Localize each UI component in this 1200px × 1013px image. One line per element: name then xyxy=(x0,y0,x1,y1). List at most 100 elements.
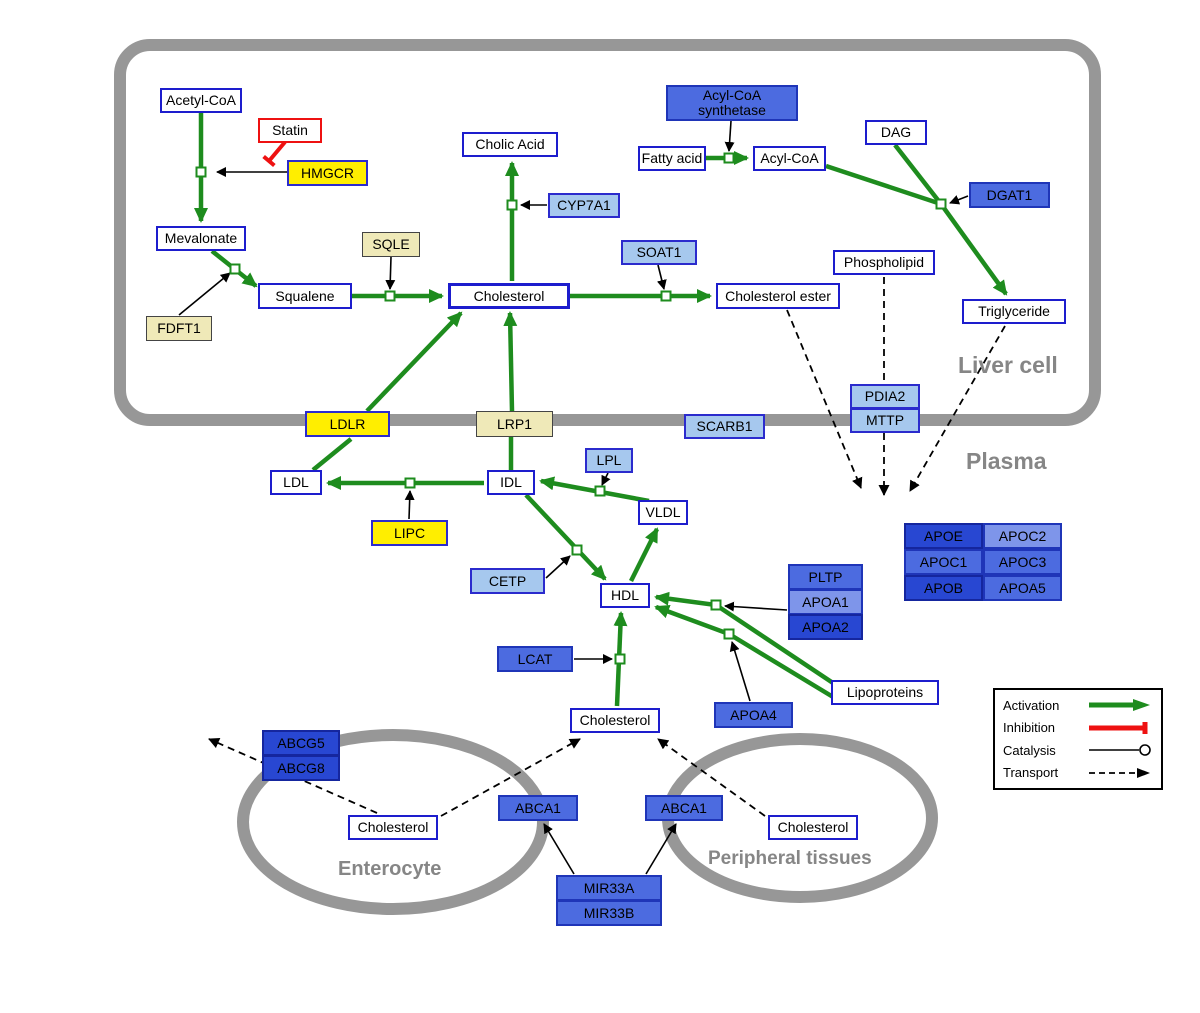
edge-catalysis-25 xyxy=(656,264,667,290)
node-pdia2[interactable]: PDIA2 xyxy=(850,384,920,409)
edge-activation-12 xyxy=(503,311,518,412)
node-abca1-left[interactable]: ABCA1 xyxy=(498,795,578,821)
node-mevalonate[interactable]: Mevalonate xyxy=(156,226,246,251)
edge-activation-9 xyxy=(311,437,353,472)
node-cholesterol-ester[interactable]: Cholesterol ester xyxy=(716,283,840,309)
node-cholesterol-peripheral[interactable]: Cholesterol xyxy=(768,815,858,840)
node-apoa5[interactable]: APOA5 xyxy=(983,575,1062,601)
edge-catalysis-34 xyxy=(543,823,575,875)
compartment-liver-cell xyxy=(114,39,1101,426)
reaction-node-0 xyxy=(195,166,207,178)
node-apoc3[interactable]: APOC3 xyxy=(983,549,1062,575)
edge-catalysis-23 xyxy=(385,256,396,290)
legend-label-transport: Transport xyxy=(1003,765,1059,781)
node-idl[interactable]: IDL xyxy=(487,470,535,495)
node-vldl[interactable]: VLDL xyxy=(638,500,688,525)
edge-activation-16 xyxy=(628,527,660,583)
edge-transport-37 xyxy=(786,309,863,489)
legend-row-inhibition: Inhibition xyxy=(1003,720,1153,736)
node-apoa2[interactable]: APOA2 xyxy=(788,614,863,640)
edge-catalysis-32 xyxy=(729,641,751,702)
node-phospholipid[interactable]: Phospholipid xyxy=(833,250,935,275)
edge-catalysis-29 xyxy=(601,472,611,486)
node-cetp[interactable]: CETP xyxy=(470,568,545,594)
legend: Activation Inhibition Catalysis Transpor… xyxy=(993,688,1163,790)
reaction-node-2 xyxy=(384,290,396,302)
edge-catalysis-27 xyxy=(949,195,969,205)
compartment-enterocyte xyxy=(237,729,549,915)
node-cholesterol-plasma[interactable]: Cholesterol xyxy=(570,708,660,733)
node-lpl[interactable]: LPL xyxy=(585,448,633,473)
node-ldl[interactable]: LDL xyxy=(270,470,322,495)
reaction-node-1 xyxy=(229,263,241,275)
node-dag[interactable]: DAG xyxy=(865,120,927,145)
node-cholic-acid[interactable]: Cholic Acid xyxy=(462,132,558,157)
node-fdft1[interactable]: FDFT1 xyxy=(146,316,212,341)
node-abcg8[interactable]: ABCG8 xyxy=(262,755,340,781)
node-lipc[interactable]: LIPC xyxy=(371,520,448,546)
node-acyl-coa-synthetase[interactable]: Acyl-CoA synthetase xyxy=(666,85,798,121)
edge-activation-6 xyxy=(825,163,942,207)
edge-inhibition-21 xyxy=(262,140,287,168)
node-apoc1[interactable]: APOC1 xyxy=(904,549,983,575)
node-apob[interactable]: APOB xyxy=(904,575,983,601)
reaction-node-10 xyxy=(614,653,626,665)
reaction-node-5 xyxy=(723,152,735,164)
catalysis-circle-icon xyxy=(1089,744,1151,757)
node-mir33a[interactable]: MIR33A xyxy=(556,875,662,901)
reaction-node-3 xyxy=(506,199,518,211)
node-pltp[interactable]: PLTP xyxy=(788,564,863,590)
node-hmgcr[interactable]: HMGCR xyxy=(287,160,368,186)
reaction-node-4 xyxy=(660,290,672,302)
node-mttp[interactable]: MTTP xyxy=(850,408,920,433)
node-hdl[interactable]: HDL xyxy=(600,583,650,608)
edge-activation-15 xyxy=(524,493,607,581)
edge-catalysis-33 xyxy=(724,601,788,612)
node-cholesterol-liver[interactable]: Cholesterol xyxy=(448,283,570,309)
node-sqle[interactable]: SQLE xyxy=(362,232,420,257)
reaction-node-12 xyxy=(723,628,735,640)
node-cyp7a1[interactable]: CYP7A1 xyxy=(548,193,620,218)
node-acetyl-coa[interactable]: Acetyl-CoA xyxy=(160,88,242,113)
edge-catalysis-22 xyxy=(178,272,231,316)
legend-label-inhibition: Inhibition xyxy=(1003,720,1056,736)
edge-activation-10 xyxy=(365,311,463,413)
reaction-node-8 xyxy=(594,485,606,497)
node-apoc2[interactable]: APOC2 xyxy=(983,523,1062,549)
node-abca1-right[interactable]: ABCA1 xyxy=(645,795,723,821)
edge-transport-39 xyxy=(208,737,378,814)
node-squalene[interactable]: Squalene xyxy=(258,283,352,309)
activation-arrow-icon xyxy=(1089,699,1150,712)
legend-label-catalysis: Catalysis xyxy=(1003,742,1056,758)
edge-transport-40 xyxy=(440,738,581,817)
node-mir33b[interactable]: MIR33B xyxy=(556,900,662,926)
edge-catalysis-30 xyxy=(545,555,571,579)
node-fatty-acid[interactable]: Fatty acid xyxy=(638,146,706,171)
transport-dashed-arrow-icon xyxy=(1089,767,1150,778)
node-lipoproteins[interactable]: Lipoproteins xyxy=(831,680,939,705)
node-soat1[interactable]: SOAT1 xyxy=(621,240,697,265)
node-cholesterol-enterocyte[interactable]: Cholesterol xyxy=(348,815,438,840)
node-triglyceride[interactable]: Triglyceride xyxy=(962,299,1066,324)
legend-row-activation: Activation xyxy=(1003,697,1153,713)
node-apoa1[interactable]: APOA1 xyxy=(788,589,863,615)
node-acyl-coa[interactable]: Acyl-CoA xyxy=(753,146,826,171)
legend-label-activation: Activation xyxy=(1003,697,1060,713)
edge-activation-7 xyxy=(893,143,943,206)
reaction-node-6 xyxy=(935,198,947,210)
node-dgat1[interactable]: DGAT1 xyxy=(969,182,1050,208)
edge-transport-41 xyxy=(657,738,766,817)
node-ldlr[interactable]: LDLR xyxy=(305,411,390,437)
node-lcat[interactable]: LCAT xyxy=(497,646,573,672)
node-statin[interactable]: Statin xyxy=(258,118,322,143)
reaction-node-9 xyxy=(571,544,583,556)
node-abcg5[interactable]: ABCG5 xyxy=(262,730,340,756)
node-apoa4[interactable]: APOA4 xyxy=(714,702,793,728)
node-lrp1[interactable]: LRP1 xyxy=(476,411,553,437)
node-apoe[interactable]: APOE xyxy=(904,523,983,549)
node-scarb1[interactable]: SCARB1 xyxy=(684,414,765,439)
edge-transport-38 xyxy=(909,325,1006,492)
edge-activation-8 xyxy=(939,202,1008,296)
